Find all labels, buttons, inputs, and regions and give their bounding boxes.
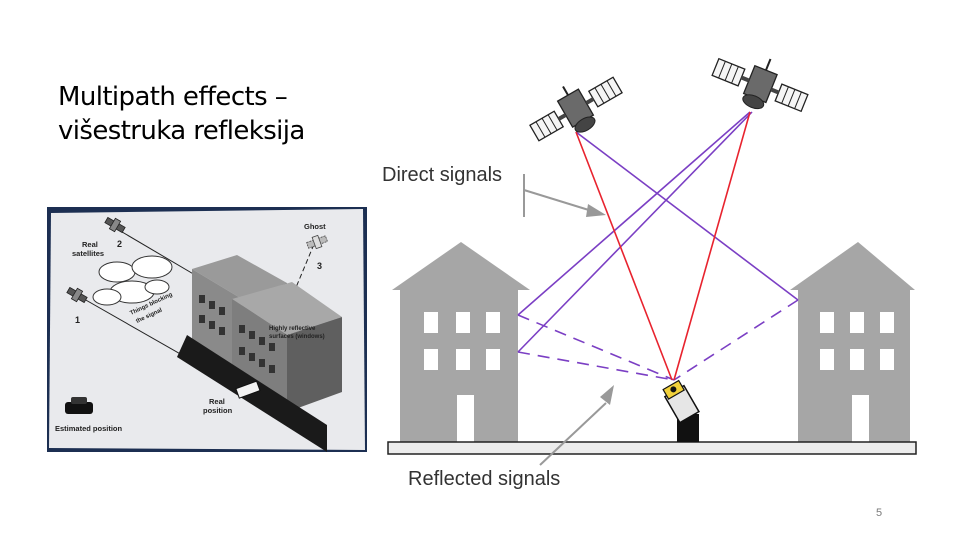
label-sat-3: 3	[317, 261, 322, 271]
reflected-ray-3	[518, 112, 752, 352]
multipath-signal-diagram: Direct signals Reflected signals	[378, 45, 918, 495]
ground	[388, 442, 916, 454]
title-line-2: višestruka refleksija	[58, 114, 358, 148]
left-building	[392, 242, 530, 442]
label-real-position-1: Real	[209, 397, 225, 406]
label-reflective-2: surfaces (windows)	[269, 334, 325, 340]
direct-signals-pointer	[524, 174, 606, 217]
page-number: 5	[876, 507, 882, 519]
right-building	[790, 242, 915, 442]
label-real-satellites-2: satellites	[72, 249, 104, 258]
multipath-illustration-photo: Real satellites 2 1 Ghost 3 Things block…	[47, 207, 367, 452]
label-estimated-position: Estimated position	[55, 424, 123, 433]
label-reflective-1: Highly reflective	[269, 326, 316, 332]
reflected-signal-lines	[518, 112, 798, 380]
satellite-right-icon	[707, 45, 815, 125]
receiver-icon	[661, 380, 699, 442]
reflected-ray-3-bounce	[518, 352, 674, 380]
reflected-signals-label: Reflected signals	[408, 468, 560, 490]
label-sat-2: 2	[117, 239, 122, 249]
label-real-satellites-1: Real	[82, 240, 98, 249]
direct-signals-label: Direct signals	[382, 164, 502, 186]
satellite-left-icon	[521, 62, 629, 153]
label-ghost: Ghost	[304, 222, 326, 231]
title-line-1: Multipath effects –	[58, 80, 358, 114]
slide-title: Multipath effects – višestruka refleksij…	[58, 80, 358, 148]
reflected-ray-2	[518, 112, 750, 315]
label-sat-1: 1	[75, 315, 80, 325]
label-real-position-2: position	[203, 406, 233, 415]
